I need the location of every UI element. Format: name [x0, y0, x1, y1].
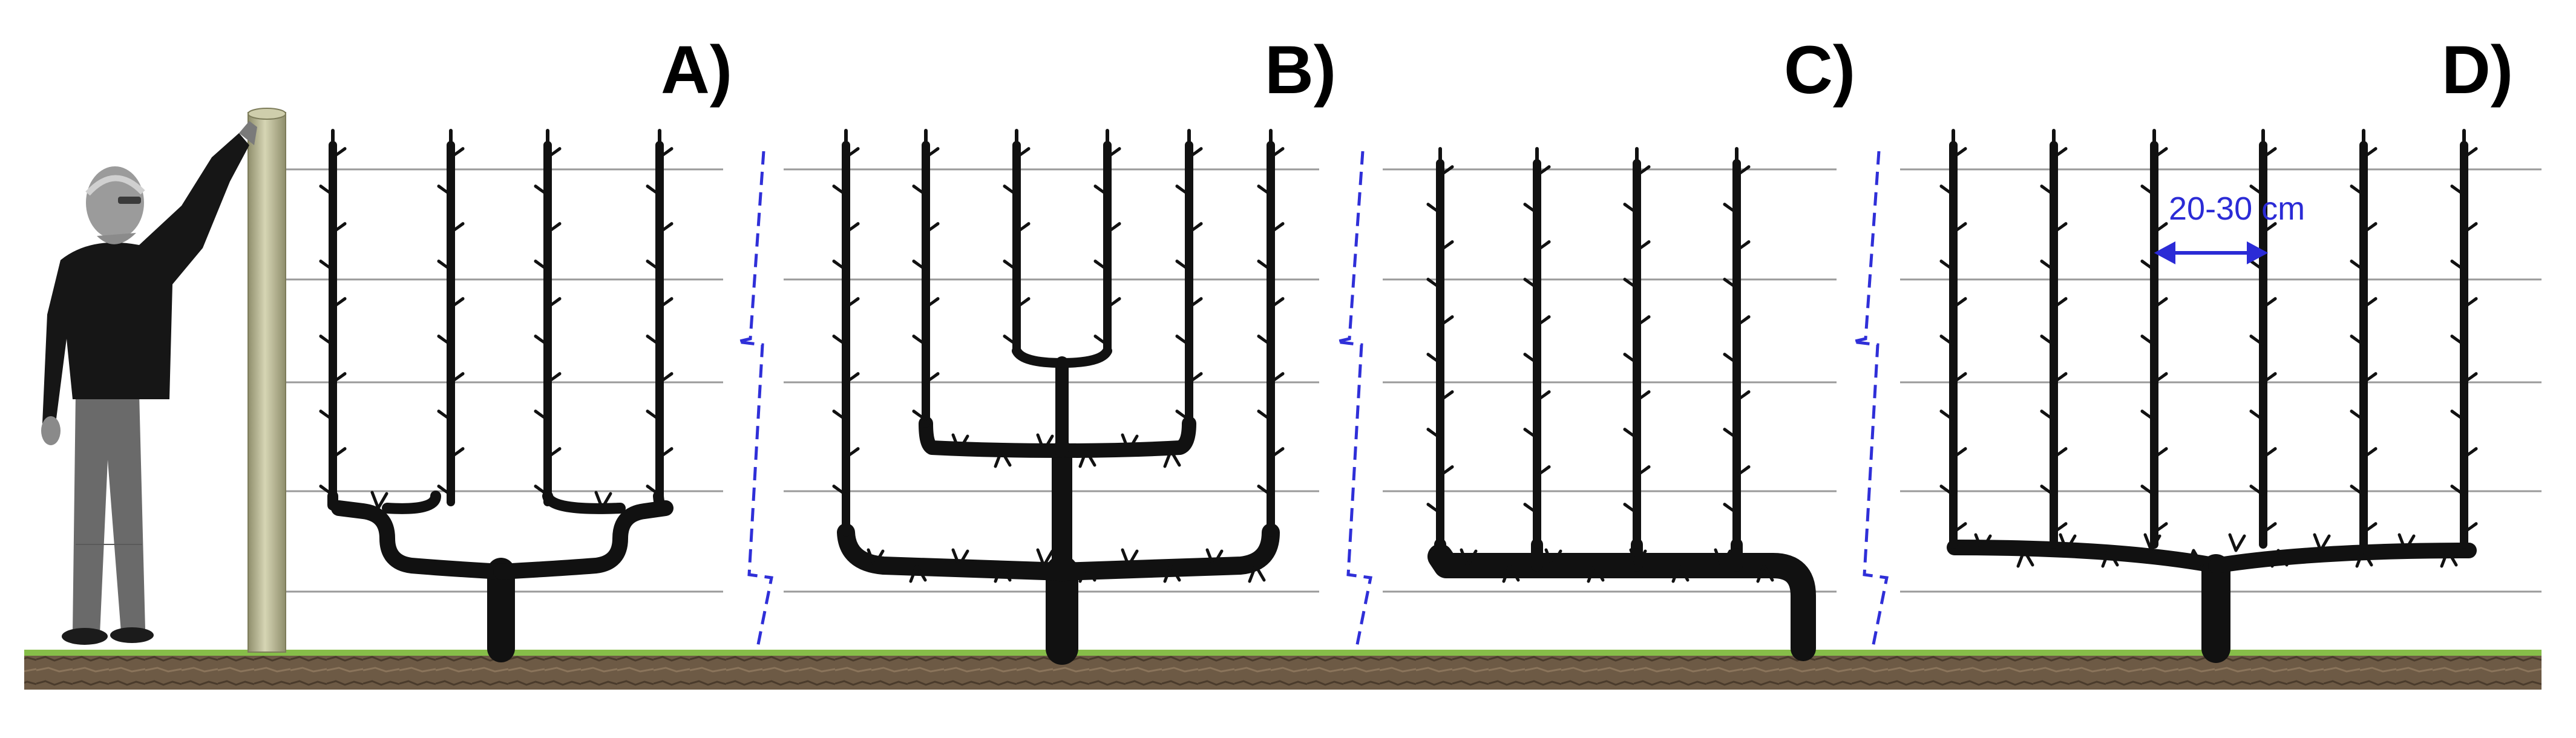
- soil-strip: [24, 652, 2542, 690]
- tree-d: [1939, 129, 2478, 663]
- panel-b-label: B): [1265, 32, 1337, 108]
- panel-separator-line: [1336, 151, 1372, 648]
- tree-c: [1426, 147, 1816, 661]
- person-silhouette: [41, 121, 257, 645]
- support-post: [247, 108, 286, 653]
- panel-a-label: A): [661, 32, 733, 108]
- trellis-wires: [275, 168, 2542, 593]
- panel-separator-line: [1852, 151, 1889, 648]
- ground: [24, 650, 2542, 690]
- grass-line: [24, 650, 2542, 656]
- espalier-trees: [319, 129, 2478, 665]
- panel-separators: [736, 151, 1889, 648]
- spacing-dimension-arrow: [2154, 241, 2269, 265]
- tree-b: [832, 129, 1285, 665]
- tree-a: [319, 129, 673, 662]
- panel-separator-line: [736, 151, 773, 648]
- spacing-label: 20-30 cm: [2169, 191, 2306, 227]
- panel-c-label: C): [1784, 32, 1856, 108]
- panel-d-label: D): [2442, 32, 2514, 108]
